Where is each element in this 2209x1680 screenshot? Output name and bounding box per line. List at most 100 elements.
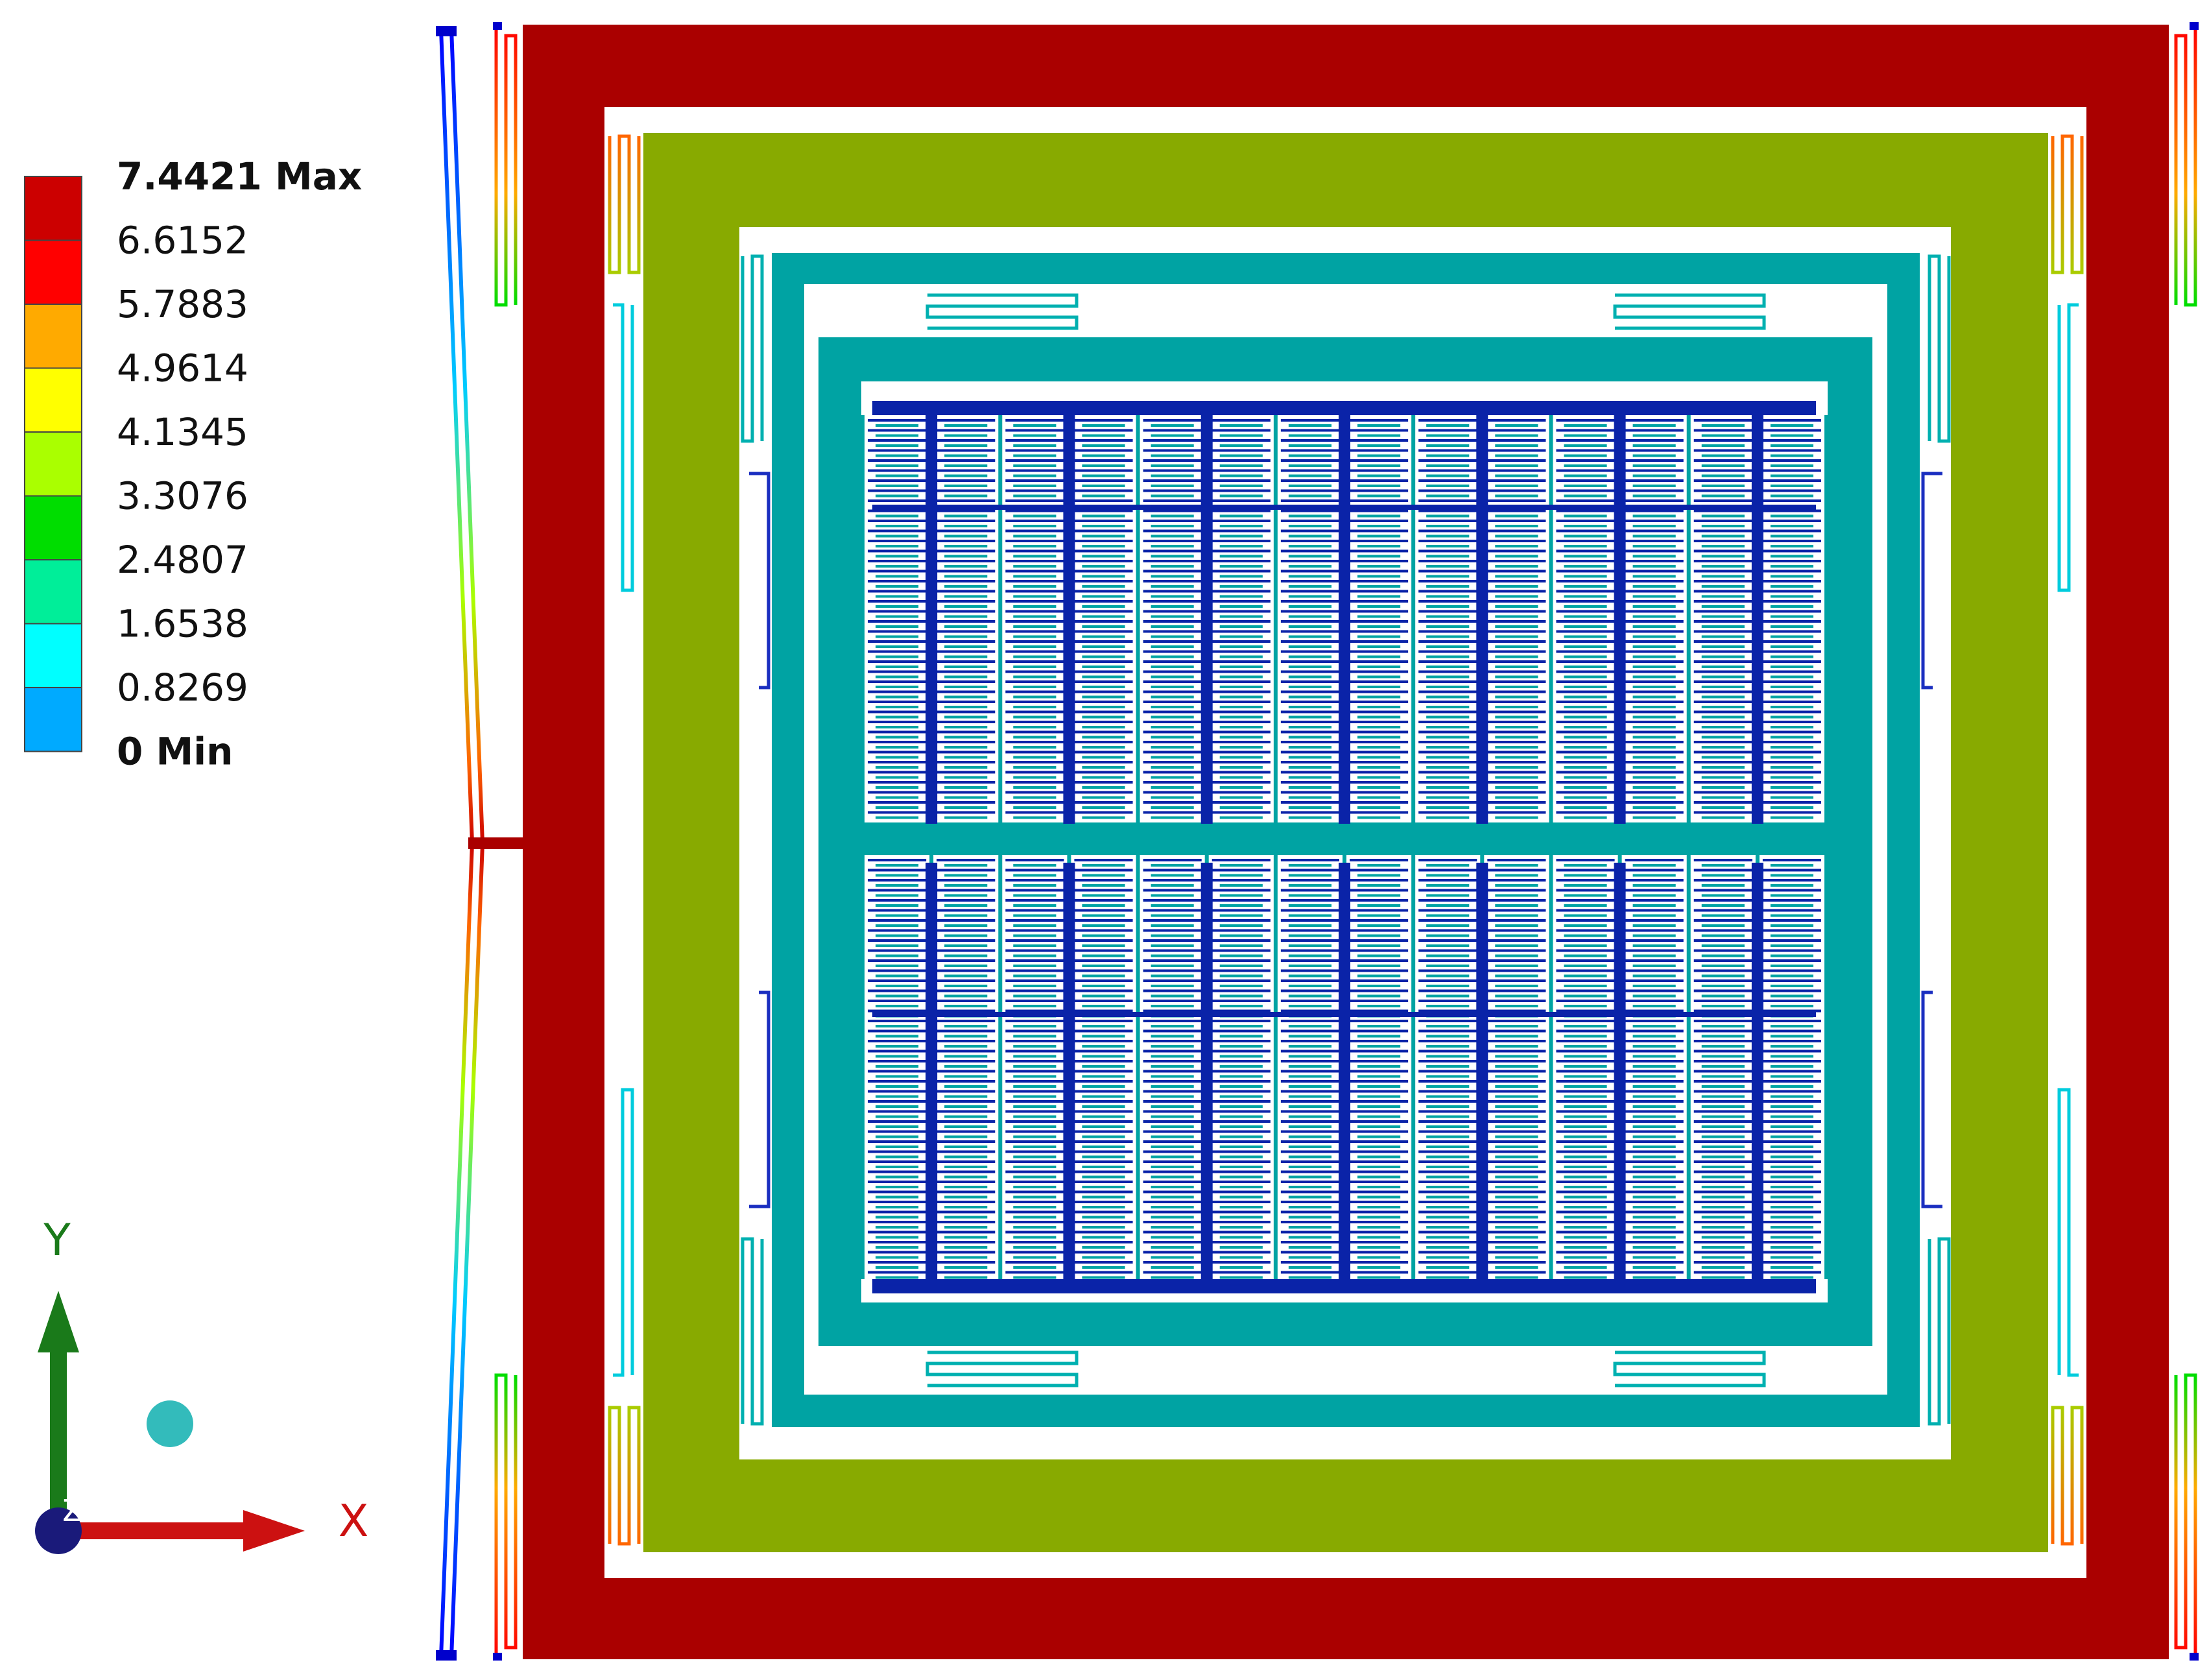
comb-finger — [1350, 889, 1409, 892]
comb-finger — [1350, 590, 1409, 593]
comb-finger-fixed — [1564, 1045, 1607, 1048]
comb-finger-fixed — [1564, 924, 1607, 927]
comb-finger — [868, 680, 927, 683]
comb-finger-fixed — [1219, 1105, 1263, 1108]
comb-finger-fixed — [1013, 1135, 1057, 1138]
comb-finger — [1418, 1050, 1477, 1053]
comb-finger-fixed — [1426, 1206, 1470, 1208]
comb-finger — [937, 811, 996, 814]
comb-finger-fixed — [1564, 1276, 1607, 1279]
comb-finger — [1143, 1060, 1202, 1062]
comb-finger — [1212, 750, 1271, 754]
comb-finger — [1625, 600, 1684, 603]
comb-finger — [937, 1271, 996, 1274]
comb-finger — [1556, 499, 1615, 502]
comb-finger-fixed — [1426, 1095, 1470, 1098]
comb-finger-fixed — [1495, 1035, 1538, 1038]
comb-finger — [1556, 1241, 1615, 1243]
comb-finger-fixed — [1151, 534, 1194, 538]
comb-finger-fixed — [1219, 1115, 1263, 1118]
comb-finger-fixed — [1357, 1125, 1401, 1128]
comb-finger — [1487, 801, 1546, 804]
comb-finger-fixed — [1564, 904, 1607, 907]
comb-finger — [1418, 730, 1477, 734]
comb-finger-fixed — [1701, 1005, 1745, 1007]
comb-finger — [1418, 1181, 1477, 1183]
comb-finger — [1350, 630, 1409, 633]
comb-finger — [1074, 879, 1133, 882]
comb-finger-fixed — [1288, 776, 1331, 779]
comb-finger-fixed — [1151, 1146, 1194, 1148]
comb-finger — [868, 1150, 927, 1153]
comb-finger-fixed — [1219, 1055, 1263, 1058]
comb-finger — [1280, 1110, 1339, 1113]
comb-finger — [1212, 1060, 1271, 1062]
comb-finger — [1556, 969, 1615, 972]
comb-finger-fixed — [944, 1095, 988, 1098]
comb-finger — [1487, 741, 1546, 743]
comb-finger — [1762, 529, 1821, 533]
comb-finger — [868, 620, 927, 623]
comb-finger-fixed — [1564, 746, 1607, 749]
comb-finger-fixed — [1770, 454, 1813, 457]
comb-finger-fixed — [1219, 806, 1263, 809]
comb-finger — [1418, 1160, 1477, 1163]
comb-finger-fixed — [944, 1065, 988, 1068]
comb-finger-fixed — [1495, 736, 1538, 739]
comb-finger — [1212, 1140, 1271, 1143]
comb-finger-fixed — [1701, 1175, 1745, 1179]
comb-finger — [868, 1271, 927, 1274]
comb-finger — [1143, 1170, 1202, 1173]
comb-finger-fixed — [1151, 776, 1194, 779]
comb-finger-fixed — [1082, 1146, 1125, 1148]
comb-finger — [1143, 1261, 1202, 1264]
comb-finger-fixed — [1426, 575, 1470, 578]
comb-finger-fixed — [1151, 625, 1194, 628]
comb-finger-fixed — [1426, 494, 1470, 498]
comb-finger — [1143, 1150, 1202, 1153]
comb-finger-fixed — [1632, 1246, 1676, 1249]
comb-finger-fixed — [1219, 485, 1263, 487]
comb-finger — [1693, 479, 1752, 482]
comb-finger — [1762, 469, 1821, 472]
comb-finger — [1212, 1221, 1271, 1223]
comb-finger-fixed — [1564, 565, 1607, 568]
comb-finger-fixed — [1495, 1115, 1538, 1118]
comb-finger — [1762, 1130, 1821, 1133]
comb-finger — [1280, 1210, 1339, 1214]
comb-finger — [1212, 1070, 1271, 1073]
comb-finger — [1143, 939, 1202, 942]
comb-finger — [1487, 879, 1546, 882]
comb-finger-fixed — [1495, 985, 1538, 987]
comb-finger — [1693, 549, 1752, 553]
comb-finger-fixed — [876, 894, 919, 897]
comb-spine — [925, 409, 938, 824]
comb-finger — [1625, 949, 1684, 952]
comb-finger-fixed — [944, 1085, 988, 1088]
comb-finger — [1074, 1060, 1133, 1062]
comb-finger — [1143, 1020, 1202, 1022]
comb-finger-fixed — [1495, 1186, 1538, 1188]
comb-finger — [868, 979, 927, 982]
comb-finger — [1418, 919, 1477, 922]
comb-finger-fixed — [1495, 424, 1538, 427]
comb-finger — [937, 899, 996, 902]
comb-finger-fixed — [1357, 625, 1401, 628]
comb-finger-fixed — [1632, 1115, 1676, 1118]
comb-spine — [1339, 409, 1350, 824]
comb-finger — [1487, 540, 1546, 542]
comb-finger-fixed — [1426, 1186, 1470, 1188]
comb-finger — [1074, 811, 1133, 814]
comb-finger — [1625, 419, 1684, 422]
comb-finger — [868, 549, 927, 553]
comb-finger — [1143, 449, 1202, 452]
comb-finger-fixed — [1632, 1135, 1676, 1138]
comb-finger — [1350, 1210, 1409, 1214]
comb-finger-fixed — [1495, 666, 1538, 668]
comb-finger-fixed — [1013, 786, 1057, 789]
comb-finger-fixed — [1770, 615, 1813, 618]
comb-finger-fixed — [1013, 1155, 1057, 1158]
comb-finger-fixed — [1770, 1186, 1813, 1188]
comb-finger — [1350, 1130, 1409, 1133]
comb-finger — [1693, 1210, 1752, 1214]
